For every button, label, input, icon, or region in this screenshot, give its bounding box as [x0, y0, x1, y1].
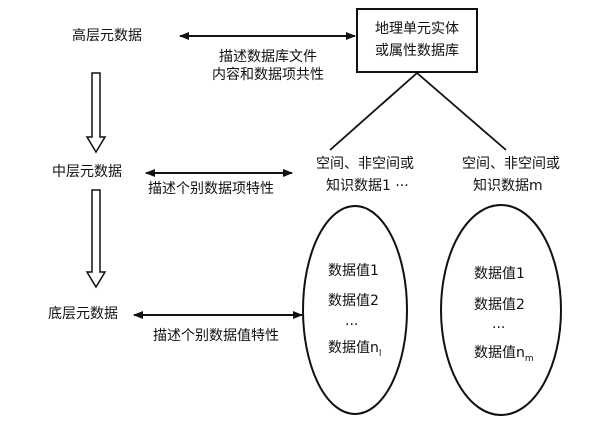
database-box [356, 8, 478, 73]
down-arrow-high-to-mid [85, 72, 107, 154]
high-level-metadata-label: 高层元数据 [72, 28, 142, 44]
branch-left-value-1: 数据值1 [328, 263, 379, 279]
database-box-label-2: 或属性数据库 [375, 43, 459, 59]
branch-left-value-2: 数据值2 [328, 293, 379, 309]
value-ellipse-right [440, 204, 562, 416]
branch-left-value-n: 数据值nl [328, 340, 382, 359]
branch-right-label-2: 知识数据m [473, 178, 543, 194]
high-relation-label-2: 内容和数据项共性 [212, 67, 324, 83]
database-box-label-1: 地理单元实体 [375, 21, 459, 37]
low-level-metadata-label: 底层元数据 [48, 306, 118, 322]
branch-right-value-ellipsis: ··· [492, 320, 506, 336]
branch-right-value-n: 数据值nm [474, 345, 534, 364]
high-relation-label-1: 描述数据库文件 [219, 49, 317, 65]
branch-right-value-2: 数据值2 [474, 297, 525, 313]
value-ellipse-left [302, 205, 408, 415]
mid-relation-label: 描述个别数据项特性 [148, 181, 274, 197]
down-arrow-mid-to-low [85, 189, 107, 289]
branch-left-value-ellipsis: ··· [345, 317, 359, 333]
branch-line-left [329, 72, 418, 151]
branch-left-label-1: 空间、非空间或 [316, 156, 414, 172]
mid-level-metadata-label: 中层元数据 [52, 164, 122, 180]
branch-left-label-2: 知识数据1 ··· [326, 178, 409, 194]
branch-right-value-1: 数据值1 [474, 266, 525, 282]
branch-right-label-1: 空间、非空间或 [462, 156, 560, 172]
branch-line-right [416, 72, 507, 151]
low-relation-label: 描述个别数据值特性 [153, 328, 279, 344]
